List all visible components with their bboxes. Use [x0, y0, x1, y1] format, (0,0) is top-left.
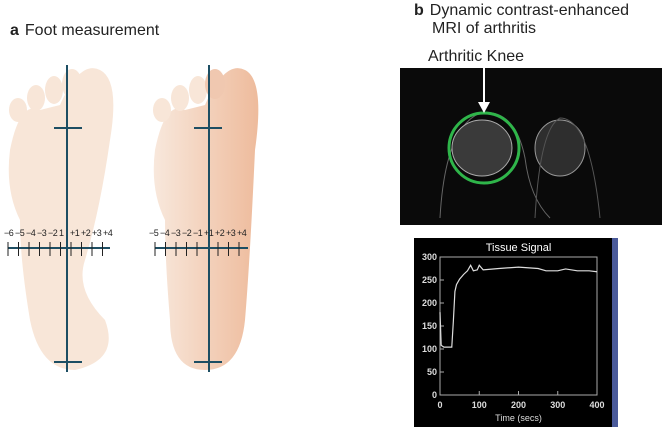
scale-label: −6 [4, 228, 14, 238]
x-tick-label: 200 [511, 400, 526, 410]
scale-label: −2 [182, 228, 192, 238]
y-tick-label: 200 [422, 298, 437, 308]
left-foot [8, 68, 114, 370]
scale-label: +3 [226, 228, 236, 238]
scale-label: −3 [37, 228, 47, 238]
scale-label: 1 [59, 228, 64, 238]
scale-label: +4 [103, 228, 113, 238]
scale-label: +3 [92, 228, 102, 238]
scale-label: −4 [26, 228, 36, 238]
y-tick-label: 50 [427, 367, 437, 377]
y-tick-label: 0 [432, 390, 437, 400]
scale-label: +2 [215, 228, 225, 238]
mri-label: Arthritic Knee [428, 48, 525, 65]
blue-border [612, 238, 618, 427]
x-tick-label: 0 [437, 400, 442, 410]
y-tick-label: 100 [422, 344, 437, 354]
scale-label: −3 [171, 228, 181, 238]
right-foot [153, 68, 259, 370]
scale-label: +2 [81, 228, 91, 238]
x-axis-label: Time (secs) [495, 413, 542, 423]
signal-line [439, 264, 598, 348]
plot-frame [439, 256, 598, 396]
x-tick-label: 300 [550, 400, 565, 410]
chart-title: Tissue Signal [486, 242, 552, 254]
scale-label: +1 [204, 228, 214, 238]
scale-label: −1 [193, 228, 203, 238]
y-tick-label: 150 [422, 321, 437, 331]
x-tick-label: 400 [589, 400, 604, 410]
scale-label: −2 [48, 228, 58, 238]
scale-label: −5 [15, 228, 25, 238]
y-tick-label: 250 [422, 275, 437, 285]
scale-label: −5 [149, 228, 159, 238]
foot-diagrams [7, 65, 259, 372]
scale-label: +4 [237, 228, 247, 238]
scale-label: −4 [160, 228, 170, 238]
x-tick-label: 100 [472, 400, 487, 410]
y-tick-label: 300 [422, 252, 437, 262]
tissue-signal-chart: Tissue Signal 0 100 200 300 400 0 50 100 150 200 25… [414, 238, 612, 427]
mri-image [400, 68, 662, 225]
scale-label: +1 [70, 228, 80, 238]
